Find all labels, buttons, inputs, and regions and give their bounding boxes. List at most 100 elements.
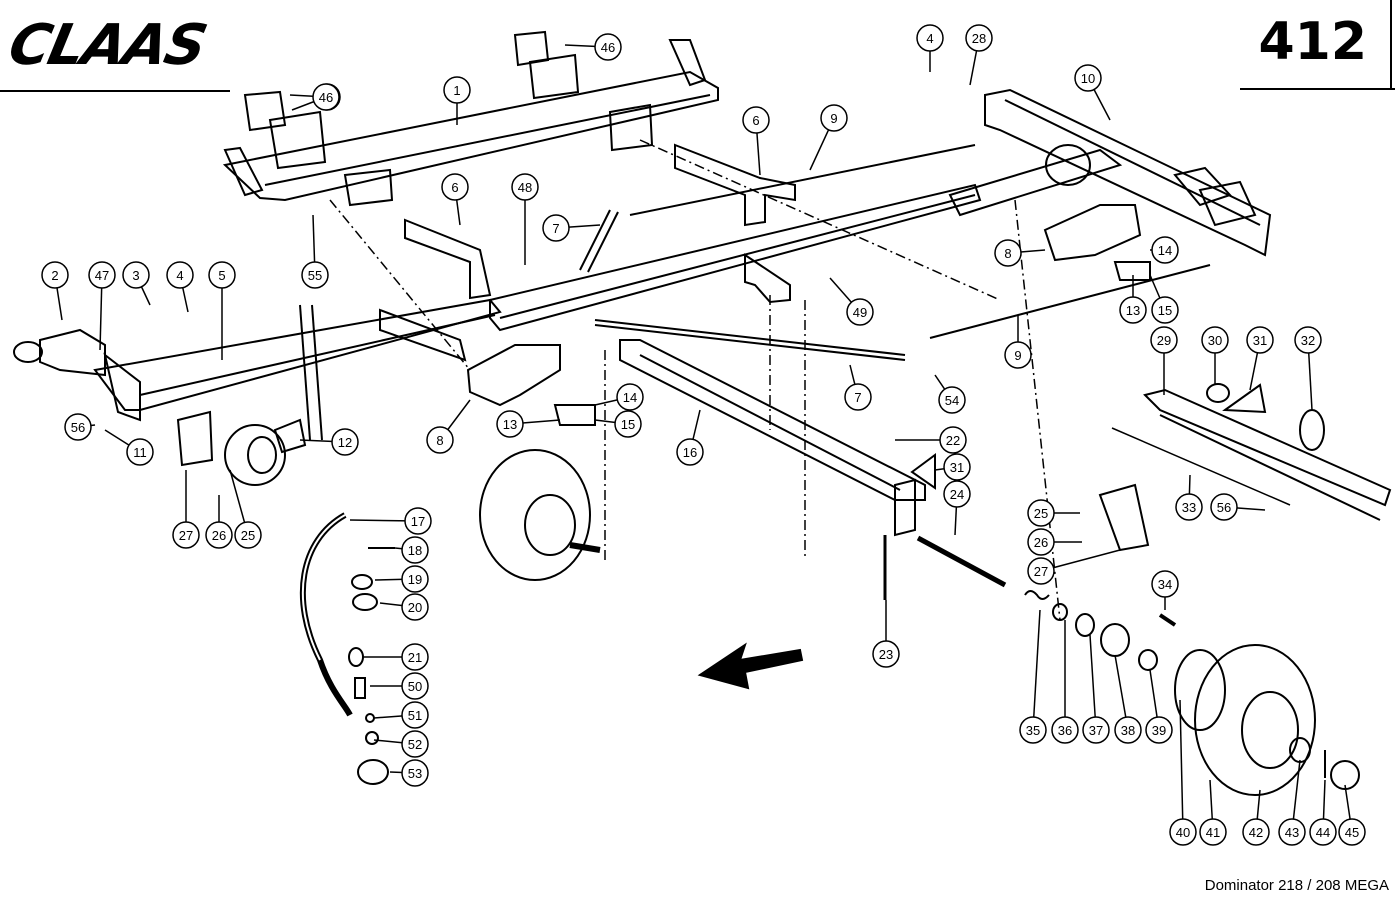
- callout-number: 40: [1176, 825, 1190, 840]
- callout-23: 23: [872, 600, 900, 668]
- callout-5: 5: [208, 261, 236, 360]
- upper-frame-rail: [222, 39, 719, 202]
- callout-26: 26: [1027, 528, 1082, 556]
- callout-number: 32: [1301, 333, 1315, 348]
- callout-circle: [1027, 528, 1055, 556]
- callout-number: 52: [408, 737, 422, 752]
- callout-circle: [916, 24, 944, 52]
- callout-53: 53: [389, 759, 429, 787]
- callout-circle: [872, 640, 900, 668]
- drawbar-hitch: [13, 304, 323, 486]
- callout-number: 2: [51, 268, 58, 283]
- callout-circle: [1246, 326, 1274, 354]
- callout-circle: [401, 643, 429, 671]
- callout-number: 24: [950, 487, 964, 502]
- callout-number: 9: [830, 111, 837, 126]
- callout-24: 24: [943, 480, 971, 536]
- rear-frame-section: [948, 88, 1272, 257]
- callout-circle: [1175, 493, 1203, 521]
- callout-29: 29: [1150, 326, 1178, 395]
- callout-number: 46: [601, 40, 615, 55]
- callout-number: 28: [972, 31, 986, 46]
- callout-number: 8: [436, 433, 443, 448]
- callout-6: 6: [742, 106, 770, 176]
- callout-circle: [401, 565, 429, 593]
- callout-22: 22: [895, 426, 967, 454]
- callout-40: 40: [1169, 699, 1197, 846]
- callout-circle: [1151, 296, 1179, 324]
- callout-number: 17: [411, 514, 425, 529]
- callout-50: 50: [370, 672, 429, 700]
- callout-circle: [1242, 818, 1270, 846]
- model-caption: Dominator 218 / 208 MEGA: [1204, 877, 1389, 894]
- callout-34: 34: [1151, 570, 1179, 610]
- callout-number: 42: [1249, 825, 1263, 840]
- callout-44: 44: [1309, 779, 1337, 846]
- callout-leader: [1089, 634, 1097, 731]
- callout-circle: [301, 261, 329, 289]
- stub-axle: [883, 535, 1050, 600]
- callout-25: 25: [1027, 499, 1080, 527]
- callout-circle: [166, 261, 194, 289]
- callout-circle: [1169, 818, 1197, 846]
- callout-41: 41: [1199, 779, 1227, 846]
- callout-number: 26: [1034, 535, 1048, 550]
- callout-26: 26: [205, 495, 233, 549]
- callout-number: 16: [683, 445, 697, 460]
- travel-direction-arrow: [697, 642, 804, 690]
- callout-number: 25: [241, 528, 255, 543]
- callout-11: 11: [104, 429, 154, 466]
- callout-circle: [965, 24, 993, 52]
- callout-8: 8: [994, 239, 1046, 267]
- callout-56: 56: [64, 413, 96, 441]
- callout-circle: [426, 426, 454, 454]
- callout-39: 39: [1145, 669, 1173, 744]
- header-rule-right: [1240, 88, 1395, 90]
- callout-number: 48: [518, 180, 532, 195]
- callout-circle: [1051, 716, 1079, 744]
- callout-number: 37: [1089, 723, 1103, 738]
- callout-circle: [616, 383, 644, 411]
- callout-number: 45: [1345, 825, 1359, 840]
- callout-number: 19: [408, 572, 422, 587]
- callout-number: 9: [1014, 348, 1021, 363]
- callout-number: 25: [1034, 506, 1048, 521]
- callout-14: 14: [1150, 236, 1179, 264]
- callout-number: 31: [1253, 333, 1267, 348]
- callout-circle: [1151, 236, 1179, 264]
- callout-circle: [939, 426, 967, 454]
- callout-circle: [441, 173, 469, 201]
- callout-16: 16: [676, 409, 704, 466]
- callout-27: 27: [172, 470, 200, 549]
- callout-number: 7: [854, 390, 861, 405]
- callout-circle: [938, 386, 966, 414]
- callout-circle: [64, 413, 92, 441]
- extension-rail: [910, 383, 1392, 521]
- callout-4: 4: [916, 24, 944, 72]
- callout-number: 8: [1004, 246, 1011, 261]
- callout-number: 39: [1152, 723, 1166, 738]
- callout-circle: [1309, 818, 1337, 846]
- header-rule-left: [0, 90, 230, 92]
- mounting-brackets: [243, 30, 654, 207]
- callout-33: 33: [1175, 474, 1203, 521]
- callout-46: 46: [564, 33, 622, 61]
- callout-circle: [401, 593, 429, 621]
- hydraulic-hose: [299, 512, 353, 717]
- callout-number: 4: [176, 268, 183, 283]
- callout-number: 1: [453, 83, 460, 98]
- callout-49: 49: [829, 277, 874, 326]
- callout-number: 20: [408, 600, 422, 615]
- callout-47: 47: [88, 261, 116, 351]
- callout-18: 18: [394, 536, 429, 564]
- callout-21: 21: [362, 643, 429, 671]
- callout-circle: [172, 521, 200, 549]
- callout-circle: [443, 76, 471, 104]
- callout-number: 43: [1285, 825, 1299, 840]
- callout-number: 44: [1316, 825, 1330, 840]
- callout-number: 31: [950, 460, 964, 475]
- callout-number: 35: [1026, 723, 1040, 738]
